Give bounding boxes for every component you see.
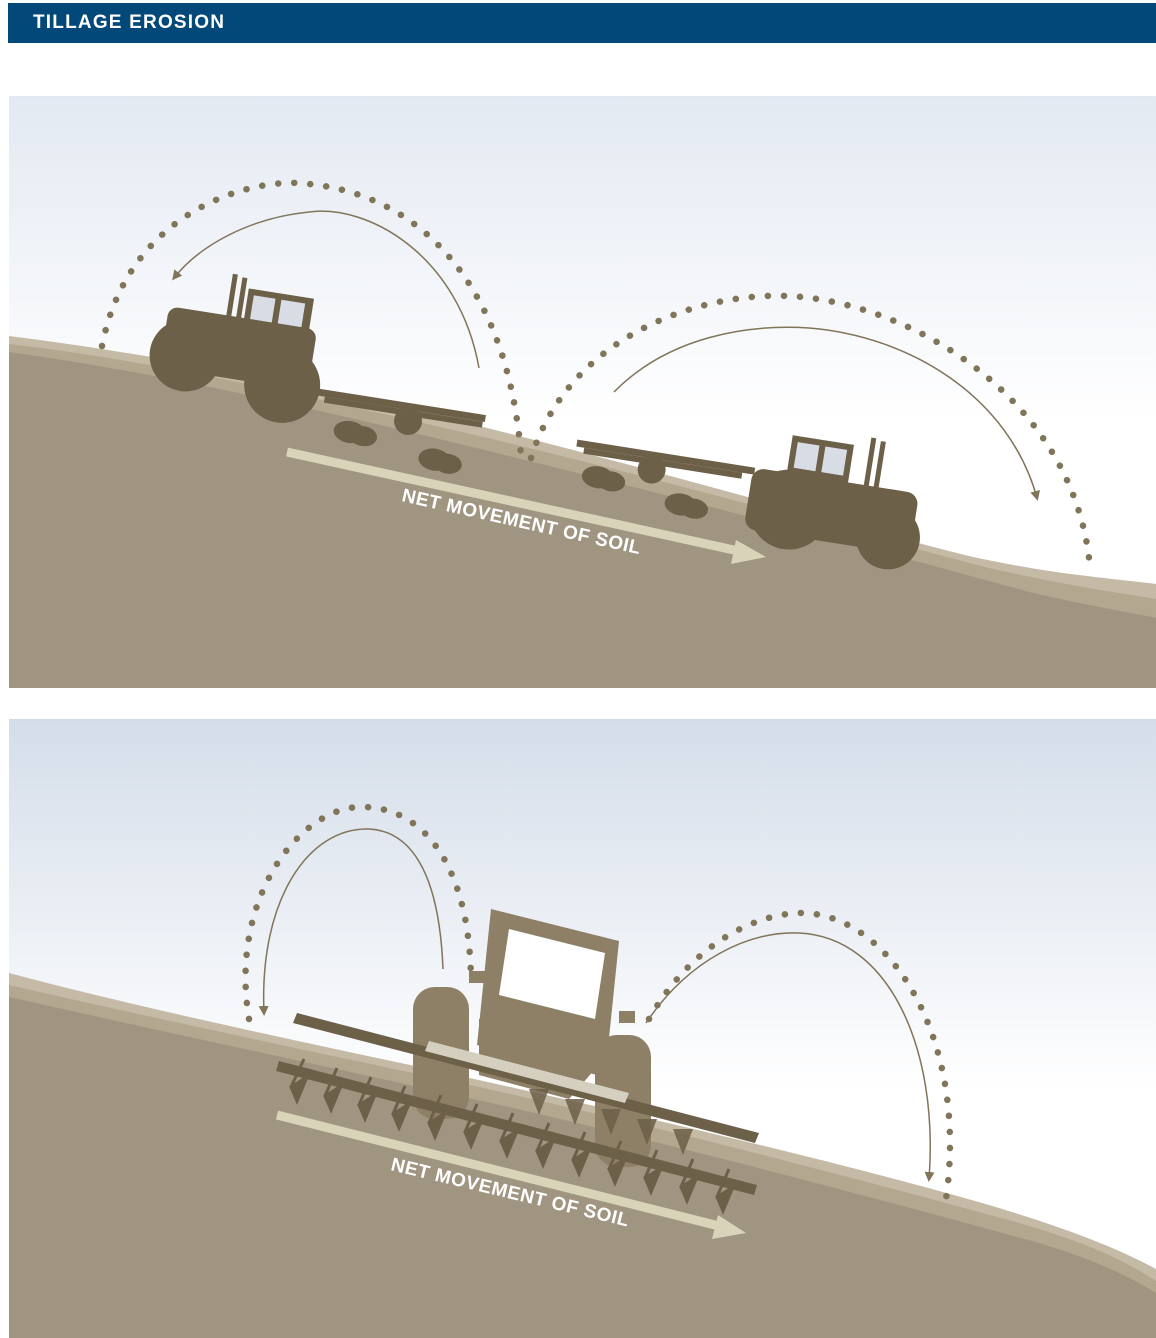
panel-up-down-slope: NET MOVEMENT OF SOIL	[9, 96, 1156, 688]
title-bar: TILLAGE EROSION	[8, 3, 1156, 43]
page-title: TILLAGE EROSION	[33, 12, 225, 34]
panel-across-slope: NET MOVEMENT OF SOIL	[9, 719, 1156, 1338]
